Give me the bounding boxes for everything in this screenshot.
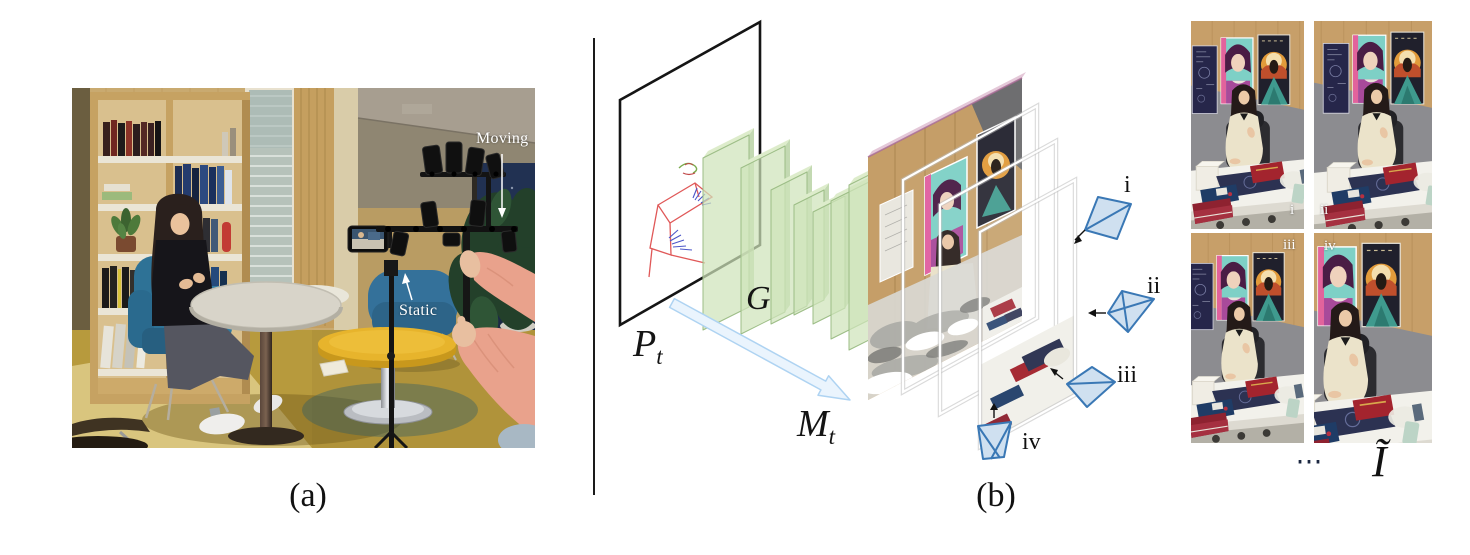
static-camera-label: Static (399, 302, 438, 319)
output-image-label: Ĩ (1372, 437, 1387, 486)
motion-label: Mt (797, 403, 836, 449)
frustum-i (1074, 196, 1132, 244)
static-phone-rig (347, 225, 409, 448)
view-label-i: i (1290, 202, 1295, 218)
camera-label-iii: iii (1117, 362, 1138, 388)
camera-label-ii: ii (1147, 273, 1161, 299)
pose-sketch-face (678, 162, 698, 176)
moving-phone-rig (376, 141, 518, 348)
moving-camera-label: Moving (476, 130, 529, 147)
caption-a: (a) (289, 477, 327, 514)
view-label-iii: iii (1283, 237, 1296, 253)
camera-frustums (977, 196, 1155, 460)
camera-label-i: i (1124, 172, 1131, 198)
rendered-view-iv (1314, 233, 1432, 443)
pose-plane-label: Pt (633, 323, 663, 369)
static-arrow (402, 273, 413, 301)
coffee-table (318, 327, 456, 425)
panel-divider (593, 38, 595, 495)
pipeline-diagram (618, 19, 1155, 460)
operator-arms (452, 250, 535, 448)
rendered-view-ii (1314, 21, 1432, 229)
round-table (189, 281, 343, 445)
capture-setup-photo (72, 88, 535, 448)
ellipsis: ⋯ (1295, 446, 1325, 476)
motion-arrow (668, 297, 851, 401)
rendered-plane-4 (977, 176, 1078, 451)
frustum-iii (1050, 366, 1116, 408)
frustum-iv (977, 403, 1012, 460)
generator-label: G (746, 280, 771, 317)
view-label-ii: ii (1320, 202, 1329, 218)
shelf-plant (111, 208, 141, 252)
caption-b: (b) (976, 477, 1016, 514)
moving-arrow (498, 154, 506, 218)
camera-label-iv: iv (1022, 429, 1041, 455)
view-label-iv: iv (1324, 238, 1336, 254)
rendered-plane-2 (900, 102, 1040, 396)
rendered-view-iii (1191, 233, 1304, 443)
rendered-view-i (1191, 21, 1304, 229)
frustum-ii (1088, 290, 1155, 333)
